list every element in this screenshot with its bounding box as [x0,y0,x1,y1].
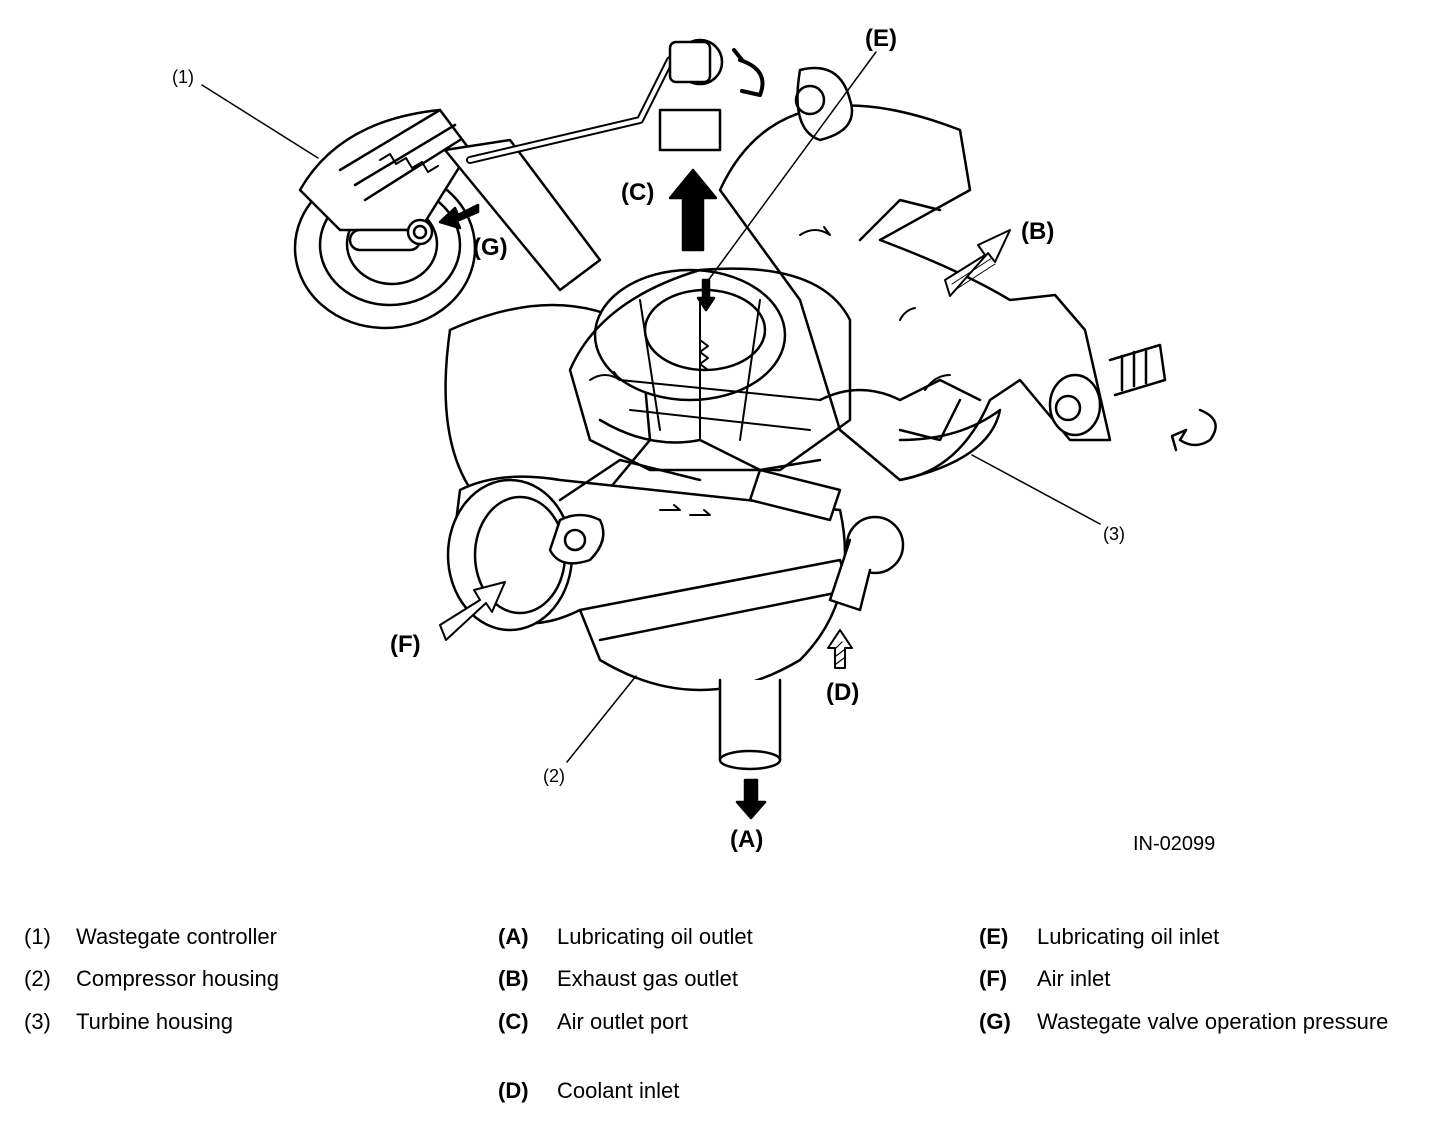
oil-outlet-arrow [735,778,767,820]
callout-1: (1) [172,67,194,87]
legend-text: Wastegate controller [76,924,277,949]
legend-key: (A) [498,924,529,949]
leader-3 [971,454,1101,525]
legend-key: (1) [24,924,51,949]
legend-key: (3) [24,1009,51,1034]
oil-inlet-arrow [696,278,716,312]
legend-text: Lubricating oil outlet [557,924,753,949]
legend-item-3: (3) Turbine housing [24,1008,464,1035]
leader-2 [566,675,637,763]
actuator-linkage [466,38,765,164]
callout-3: (3) [1103,524,1125,544]
wastegate-controller-drawing [293,108,602,330]
legend-key: (E) [979,924,1009,949]
air-outlet-arrow [668,168,718,252]
legend-item-E: (E) Lubricating oil inlet [979,923,1419,950]
legend-item-F: (F) Air inlet [979,965,1419,992]
legend-item-A: (A) Lubricating oil outlet [498,923,938,950]
legend-item-2: (2) Compressor housing [24,965,464,992]
legend-text: Turbine housing [76,1009,233,1034]
leader-lines [201,51,1101,763]
legend-item-G: (G) Wastegate valve operation pressure [979,1008,1419,1068]
compressor-housing-drawing [444,303,852,771]
legend-key: (2) [24,966,51,991]
callout-G: (G) [473,234,508,261]
legend-text: Air inlet [1037,966,1111,991]
legend-key: (C) [498,1009,529,1034]
legend-item-1: (1) Wastegate controller [24,923,464,950]
figure-id: IN-02099 [1133,833,1215,855]
callout-D: (D) [826,679,859,706]
callout-C: (C) [621,179,654,206]
center-housing-cutaway [548,267,982,612]
legend-text: Compressor housing [76,966,279,991]
legend-text: Coolant inlet [557,1078,680,1103]
legend-key: (B) [498,966,529,991]
legend-key: (G) [979,1009,1011,1034]
legend-key: (D) [498,1078,529,1103]
callout-B: (B) [1021,218,1054,245]
air-inlet-arrow [439,581,506,641]
legend-text: Wastegate valve operation pressure [1037,1009,1389,1034]
legend-text: Exhaust gas outlet [557,966,739,991]
leader-E [706,51,877,283]
wastegate-pressure-arrow [438,203,480,230]
legend-text: Air outlet port [557,1009,688,1034]
legend-item-D: (D) Coolant inlet [498,1077,938,1104]
flow-arrows [438,168,1217,820]
callout-A: (A) [730,826,763,853]
callout-2: (2) [543,766,565,786]
turbocharger-diagram: (1) (2) (3) (A) (B) (C) (D) (E) (F) (G) … [172,25,1217,855]
legend-text: Lubricating oil inlet [1037,924,1220,949]
coolant-inlet-arrow [827,629,853,669]
leader-1 [201,84,319,159]
callout-E: (E) [865,25,897,52]
legend-item-C: (C) Air outlet port [498,1008,938,1035]
turbine-housing-drawing [718,66,1167,482]
callout-labels: (1) (2) (3) (A) (B) (C) (D) (E) (F) (G) … [172,25,1215,855]
legend-item-B: (B) Exhaust gas outlet [498,965,938,992]
legend-key: (F) [979,966,1008,991]
callout-F: (F) [390,631,421,658]
